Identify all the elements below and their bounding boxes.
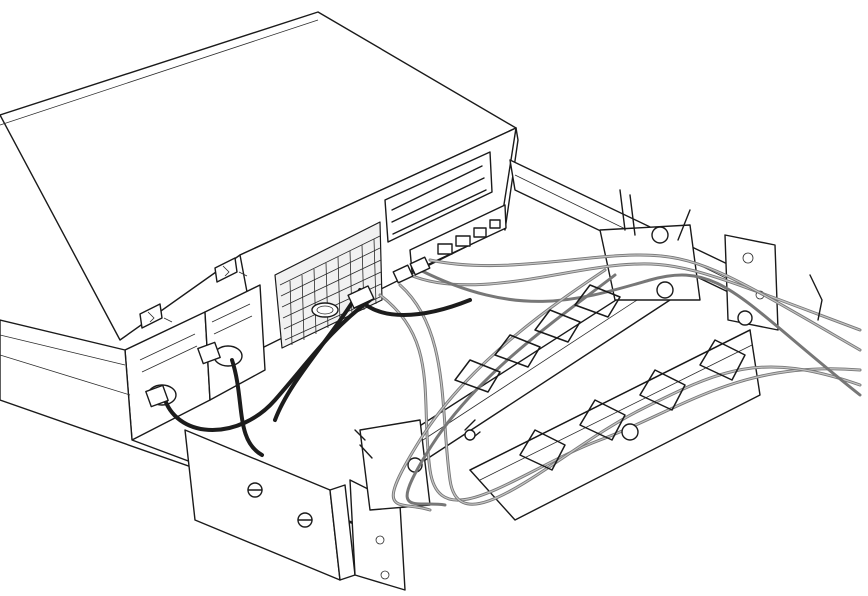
- chassis-top-edge: [0, 19, 319, 126]
- rear-mounting-bracket: [724, 234, 779, 331]
- power-supply-symbol-icon: [214, 257, 248, 283]
- vga-port: [311, 302, 339, 318]
- cable-bundle: [145, 253, 862, 512]
- power-cable-2: [230, 358, 264, 457]
- power-cable-1: [163, 298, 372, 432]
- server-chassis: [0, 11, 519, 541]
- arm-clips: [354, 419, 481, 459]
- vent-holes: [279, 235, 383, 346]
- io-ports: [311, 204, 507, 318]
- power-supply-symbol-icon: [139, 303, 173, 329]
- power-cable-3: [273, 288, 362, 422]
- expansion-slots: [384, 151, 493, 243]
- data-cable-5: [418, 268, 862, 397]
- power-supply-2: [204, 284, 266, 401]
- power-supply-1: [124, 311, 211, 441]
- cable-straps: [454, 189, 823, 471]
- vga-cable: [358, 298, 472, 317]
